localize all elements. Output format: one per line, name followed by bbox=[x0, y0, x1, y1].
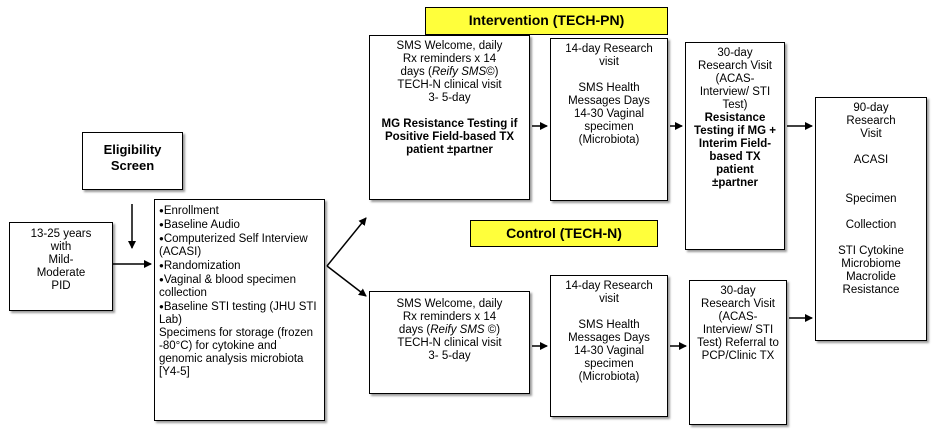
intervention-label: Intervention (TECH-PN) bbox=[425, 7, 668, 35]
enrollment-box: Enrollment Baseline Audio Computerized S… bbox=[154, 199, 325, 421]
arrow-enrollment-to-intervention bbox=[326, 217, 367, 267]
sms-line: Rx reminders x 14 bbox=[402, 311, 497, 323]
enrollment-item: Computerized Self Interview (ACASI) bbox=[159, 232, 320, 259]
sms-line: TECH-N clinical visit bbox=[397, 337, 502, 349]
enrollment-item: Baseline Audio bbox=[159, 218, 320, 232]
final-90day-specimen: Specimen bbox=[845, 193, 897, 205]
intervention-30day-head: 30-day Research Visit (ACAS-Interview/ S… bbox=[698, 47, 772, 111]
sms-line: SMS Welcome, daily bbox=[396, 298, 503, 310]
arrow-enrollment-to-control bbox=[326, 265, 367, 297]
enrollment-tail: Specimens for storage (frozen -80°C) for… bbox=[159, 327, 314, 378]
control-14day-body: SMS Health Messages Days 14-30 Vaginal s… bbox=[568, 319, 650, 383]
intervention-30day-box: 30-day Research Visit (ACAS-Interview/ S… bbox=[685, 42, 785, 250]
intervention-14day-head: 14-day Research visit bbox=[565, 43, 653, 68]
control-30day-text: 30-day Research Visit (ACAS-Interview/ S… bbox=[697, 285, 779, 362]
control-14day-box: 14-day Research visit SMS Health Message… bbox=[550, 275, 668, 417]
eligibility-line1: Eligibility bbox=[103, 142, 162, 157]
sms-line: TECH-N clinical visit bbox=[397, 79, 502, 91]
intervention-14day-box: 14-day Research visit SMS Health Message… bbox=[550, 38, 668, 201]
final-90day-acasi: ACASI bbox=[853, 154, 889, 166]
final-90day-tail: STI Cytokine Microbiome Macrolide Resist… bbox=[838, 245, 904, 296]
enrollment-item: Randomization bbox=[159, 259, 320, 273]
intervention-14day-body: SMS Health Messages Days 14-30 Vaginal s… bbox=[568, 82, 650, 146]
sms-line: days (Reify SMS ©) bbox=[398, 324, 501, 336]
final-90day-head: 90-day Research Visit bbox=[846, 102, 896, 140]
intervention-30day-bold: Resistance Testing if MG + Interim Field… bbox=[694, 112, 776, 189]
control-14day-head: 14-day Research visit bbox=[565, 280, 653, 305]
intervention-sms-box: SMS Welcome, daily Rx reminders x 14 day… bbox=[369, 35, 530, 200]
control-label: Control (TECH-N) bbox=[470, 220, 658, 247]
eligibility-line2: Screen bbox=[110, 158, 155, 173]
control-30day-box: 30-day Research Visit (ACAS-Interview/ S… bbox=[689, 280, 787, 425]
population-line: 13-25 years bbox=[30, 228, 92, 240]
sms-line: 3- 5-day bbox=[428, 350, 471, 362]
population-line: PID bbox=[51, 280, 71, 292]
control-sms-box: SMS Welcome, daily Rx reminders x 14 day… bbox=[369, 291, 530, 394]
population-line: Mild- bbox=[48, 254, 74, 266]
enrollment-item: Enrollment bbox=[159, 204, 320, 218]
sms-line: days (Reify SMS©) bbox=[400, 66, 499, 78]
final-90day-box: 90-day Research Visit ACASI Specimen Col… bbox=[815, 97, 927, 341]
population-line: Moderate bbox=[36, 267, 86, 279]
intervention-mg-testing: MG Resistance Testing if Positive Field-… bbox=[381, 118, 518, 156]
final-90day-collection: Collection bbox=[845, 219, 897, 231]
population-line: with bbox=[50, 241, 72, 253]
sms-line: SMS Welcome, daily bbox=[396, 40, 503, 52]
sms-line: Rx reminders x 14 bbox=[402, 53, 497, 65]
population-box: 13-25 years with Mild- Moderate PID bbox=[9, 222, 113, 311]
eligibility-screen-box: Eligibility Screen bbox=[82, 132, 183, 190]
enrollment-item: Baseline STI testing (JHU STI Lab) bbox=[159, 300, 320, 327]
sms-line: 3- 5-day bbox=[428, 92, 471, 104]
enrollment-item: Vaginal & blood specimen collection bbox=[159, 273, 320, 300]
